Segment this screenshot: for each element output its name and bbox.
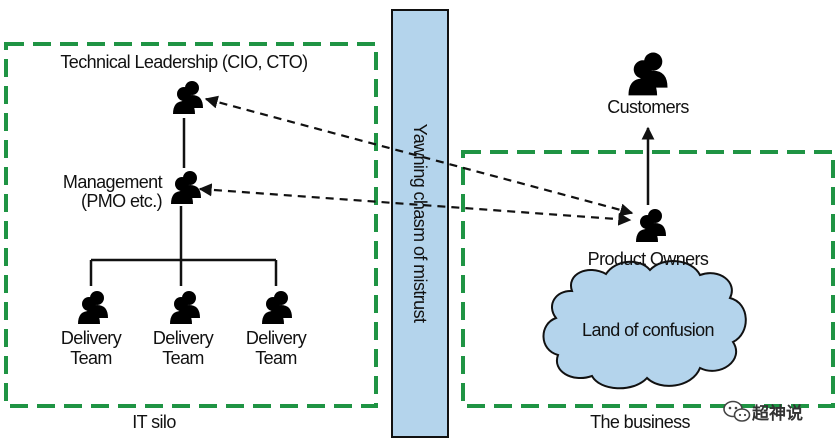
management-label-line1: Management [63,172,163,192]
technical-leadership-label: Technical Leadership (CIO, CTO) [60,52,307,72]
watermark: 超神说 [723,400,803,424]
delivery-team-3-label-line2: Team [255,348,297,368]
hierarchy-connectors [89,118,278,286]
delivery-team-1-label-line1: Delivery [61,328,122,348]
cloud-label: Land of confusion [582,320,714,340]
delivery-team-3-person-icon [262,291,292,324]
management-person-icon [171,171,201,204]
delivery-team-1-person-icon [78,291,108,324]
cloud-icon [542,260,747,390]
customers-person-icon [628,52,668,96]
delivery-team-3-label-line1: Delivery [246,328,307,348]
delivery-team-2-label-line2: Team [162,348,204,368]
delivery-team-1-label-line2: Team [70,348,112,368]
delivery-team-2-person-icon [170,291,200,324]
management-label-line2: (PMO etc.) [81,191,162,211]
technical-leadership-person-icon [173,81,203,114]
product-owners-label: Product Owners [588,249,709,269]
management-product-owners-arrow [198,183,632,226]
customers-label: Customers [607,97,689,117]
chasm-label: Yawning chasm of mistrust [410,124,430,323]
watermark-text: 超神说 [752,403,803,424]
product-owners-person-icon [636,209,666,242]
delivery-team-2-label-line1: Delivery [153,328,214,348]
business-label: The business [590,412,690,432]
business-border [461,150,835,408]
it-silo-label: IT silo [132,412,176,432]
wechat-logo-icon [723,400,751,422]
